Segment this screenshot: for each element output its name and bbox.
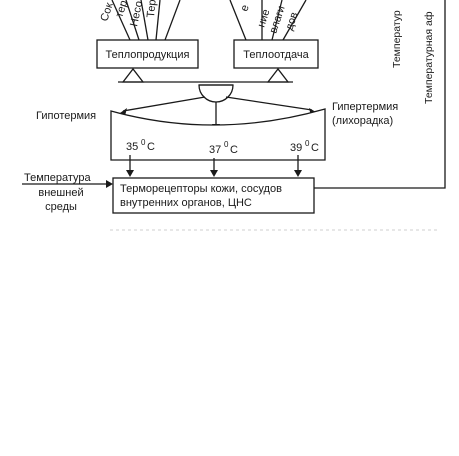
ext-temp-line-2: внешней	[38, 187, 83, 199]
heat-loss-label: Теплоотдача	[243, 49, 309, 61]
heat-production-label: Теплопродукция	[106, 49, 190, 61]
svg-text:0: 0	[224, 140, 229, 149]
svg-text:0: 0	[141, 138, 146, 147]
svg-text:35: 35	[126, 141, 138, 153]
svg-text:C: C	[147, 141, 155, 153]
svg-text:C: C	[230, 144, 238, 156]
hypothermia-label: Гипотермия	[36, 110, 96, 122]
svg-text:C: C	[311, 142, 319, 154]
ext-temp-line-3: среды	[45, 201, 77, 213]
fever-label: (лихорадка)	[332, 115, 393, 127]
svg-text:37: 37	[209, 144, 221, 156]
svg-text:39: 39	[290, 142, 302, 154]
vertical-label-afferentation: Температурная аф	[423, 11, 435, 104]
top-label-left-4: Тер	[145, 0, 159, 18]
temperature-scale-shape	[110, 108, 326, 161]
top-arrows-right	[229, 0, 307, 41]
top-arrows-left	[111, 0, 181, 41]
temp-37: 37 0 C	[209, 140, 238, 156]
temp-35: 35 0 C	[126, 138, 155, 153]
receptors-line-1: Терморецепторы кожи, сосудов	[120, 183, 282, 195]
ext-temp-line-1: Температура	[24, 172, 92, 184]
receptors-line-2: внутренних органов, ЦНС	[120, 197, 252, 209]
pivot-semicircle	[198, 84, 234, 103]
vertical-label-temperature: Температур	[391, 10, 403, 68]
hyperthermia-label: Гипертермия	[332, 101, 398, 113]
feedback-line	[314, 0, 446, 189]
top-label-right-3: влаги	[267, 4, 287, 35]
top-label-right-2: ние	[255, 8, 272, 29]
top-label-left-1: Сок	[98, 1, 115, 23]
left-support-triangle	[121, 67, 145, 83]
top-label-right-4: дов	[283, 11, 300, 32]
heat-production-box	[96, 39, 199, 69]
scale-to-receptor-arrows	[126, 155, 302, 177]
right-support-triangle	[266, 67, 290, 83]
heat-loss-box	[233, 39, 319, 69]
top-label-right-1: е	[238, 3, 251, 13]
top-label-left-3: Несо	[128, 0, 145, 28]
temp-39: 39 0 C	[290, 139, 319, 154]
receptors-box	[112, 177, 315, 214]
svg-text:0: 0	[305, 139, 310, 148]
top-label-left-2: тер	[113, 0, 130, 19]
